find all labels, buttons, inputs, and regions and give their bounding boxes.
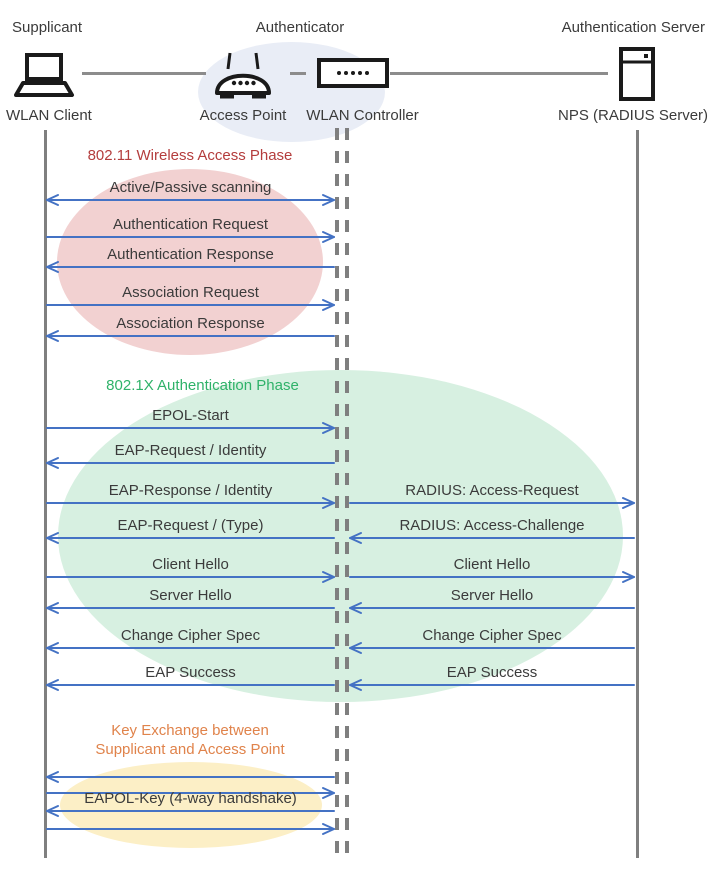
connector-ap-controller: [290, 72, 306, 75]
message-arrow: [349, 497, 635, 509]
message-label: EAP Success: [446, 664, 538, 681]
message-label: Authentication Request: [112, 216, 269, 233]
message-label: Server Hello: [149, 587, 232, 604]
node-label-nps: NPS (RADIUS Server): [558, 107, 709, 124]
message-arrow: [46, 805, 335, 817]
message-arrow: [46, 457, 335, 469]
phase-80211-label: 802.11 Wireless Access Phase: [87, 147, 293, 164]
message-arrow: [349, 642, 635, 654]
message-arrow: [46, 679, 335, 691]
lifeline-wlan-controller-dashed: [345, 128, 349, 858]
message-arrow: [349, 532, 635, 544]
message-label: Change Cipher Spec: [422, 627, 562, 644]
message-arrow: [46, 642, 335, 654]
message-arrow: [46, 787, 335, 799]
message-label: EAP-Response / Identity: [108, 482, 273, 499]
lifeline-access-point-dashed: [335, 128, 339, 858]
access-point-icon: [215, 52, 271, 99]
message-arrow: [46, 194, 335, 206]
phase-8021x-ellipse: [58, 370, 623, 702]
message-label: Change Cipher Spec: [120, 627, 261, 644]
role-authentication-server: Authentication Server: [561, 19, 705, 36]
message-arrow: [46, 330, 335, 342]
laptop-icon: [14, 53, 74, 97]
server-icon: [619, 47, 655, 101]
message-label: Server Hello: [450, 587, 534, 604]
phase-8021x-label: 802.1X Authentication Phase: [106, 377, 299, 394]
connector-client-ap: [82, 72, 206, 75]
message-arrow: [46, 602, 335, 614]
message-arrow: [46, 299, 335, 311]
connector-controller-server: [390, 72, 608, 75]
phase-key-exchange-label: Key Exchange between Supplicant and Acce…: [70, 721, 310, 759]
message-label: EAP-Request / Identity: [114, 442, 267, 459]
message-label: Client Hello: [453, 556, 531, 573]
message-arrow: [46, 422, 335, 434]
node-label-wlan-controller: WLAN Controller: [306, 107, 419, 124]
role-authenticator: Authenticator: [255, 19, 345, 36]
role-supplicant: Supplicant: [12, 19, 83, 36]
message-arrow: [46, 771, 335, 783]
message-arrow: [46, 532, 335, 544]
message-arrow: [46, 261, 335, 273]
phase-key-exchange-label-line1: Key Exchange between: [111, 722, 269, 739]
message-arrow: [349, 679, 635, 691]
message-arrow: [349, 602, 635, 614]
message-label: Active/Passive scanning: [109, 179, 272, 196]
message-label: EAP-Request / (Type): [117, 517, 264, 534]
node-label-access-point: Access Point: [199, 107, 287, 124]
message-label: Authentication Response: [107, 246, 274, 263]
message-label: EPOL-Start: [152, 407, 229, 424]
message-label: Association Request: [122, 284, 259, 301]
message-arrow: [46, 571, 335, 583]
wlan-controller-icon: [317, 58, 389, 88]
message-arrow: [46, 497, 335, 509]
message-arrow: [46, 231, 335, 243]
message-label: Client Hello: [152, 556, 229, 573]
message-label: Association Response: [116, 315, 265, 332]
lifeline-wlan-client: [44, 130, 47, 858]
lifeline-nps: [636, 130, 639, 858]
message-label: EAPOL-Key (4-way handshake): [84, 790, 297, 807]
phase-key-exchange-label-line2: Supplicant and Access Point: [95, 741, 285, 758]
message-label: EAP Success: [145, 664, 236, 681]
message-label: RADIUS: Access-Request: [405, 482, 579, 499]
message-arrow: [349, 571, 635, 583]
message-arrow: [46, 823, 335, 835]
node-label-wlan-client: WLAN Client: [6, 107, 92, 124]
message-label: RADIUS: Access-Challenge: [399, 517, 585, 534]
